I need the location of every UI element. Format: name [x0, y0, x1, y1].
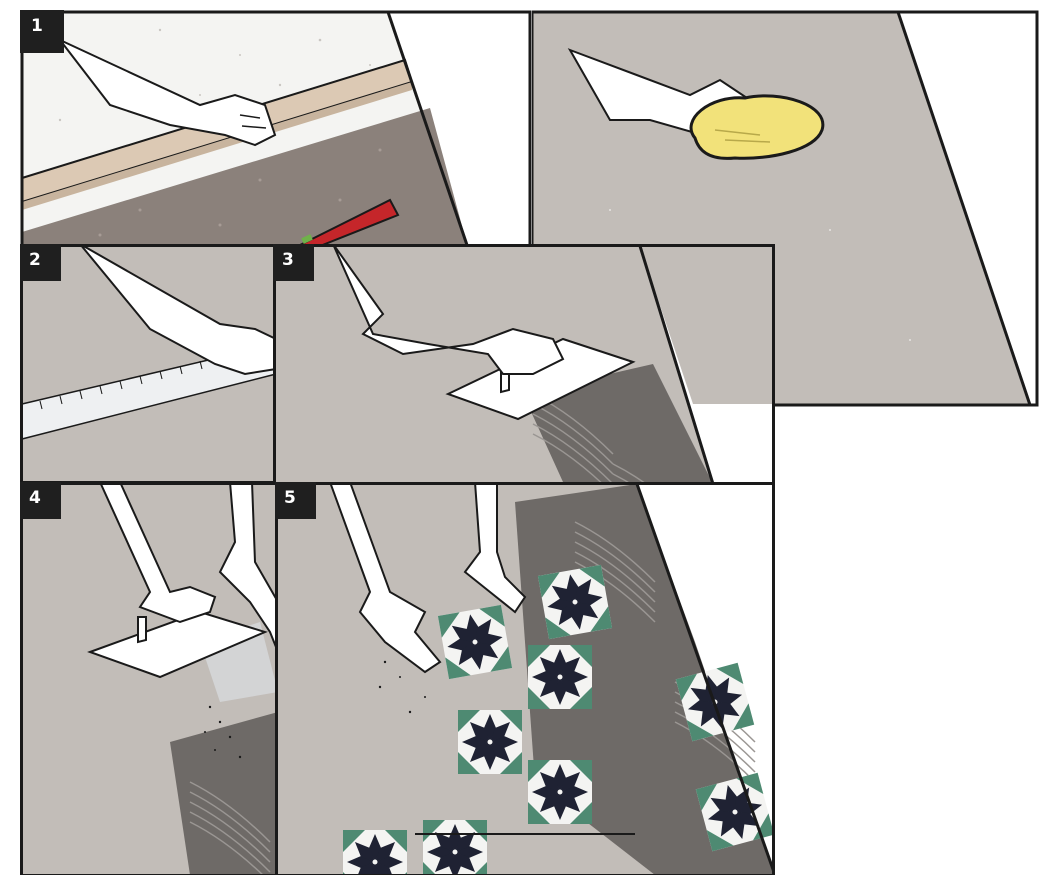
- level-check-illustration: [20, 10, 532, 250]
- panel-comb-adhesive: 4: [20, 482, 280, 875]
- comb-adhesive-illustration: [20, 482, 280, 875]
- step-badge: 5: [275, 482, 316, 519]
- step-badge: 1: [20, 10, 64, 53]
- place-tiles-illustration: [275, 482, 775, 875]
- step-badge: 2: [20, 244, 61, 281]
- panel-place-tiles: 5: [275, 482, 775, 875]
- step-badge: 4: [20, 482, 61, 519]
- panel-measure-and-mark: 2: [20, 244, 278, 484]
- panel-level-check: 1: [20, 10, 532, 250]
- step-badge: 3: [273, 244, 314, 281]
